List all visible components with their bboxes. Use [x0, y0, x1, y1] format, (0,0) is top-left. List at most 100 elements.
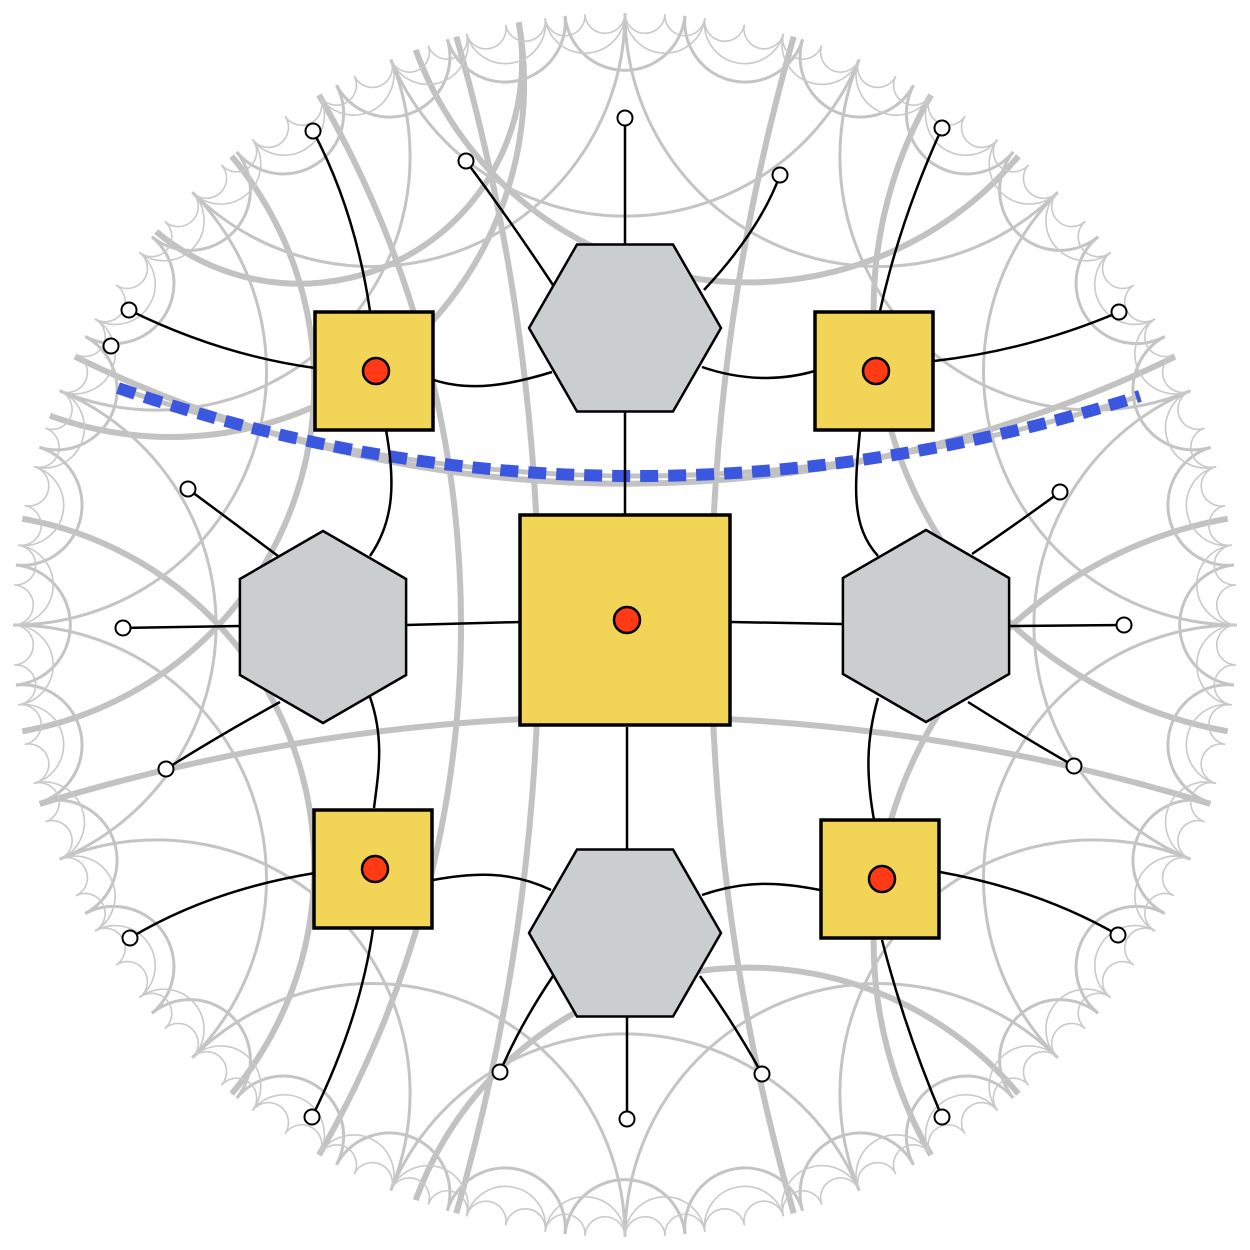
tiling-fine-arc	[12, 624, 35, 666]
tiling-fine-arc	[1190, 781, 1217, 823]
tiling-fine-arc	[1213, 544, 1236, 586]
tiling-mid-arc	[982, 191, 1238, 627]
tiling-fine-arc	[45, 390, 73, 431]
edge-center-left	[405, 620, 521, 627]
tiling-fine-arc	[1164, 390, 1217, 469]
tiling-fine-arc	[164, 191, 200, 228]
tiling-fine-arc	[18, 465, 65, 547]
tiling-fine-arc	[12, 584, 35, 626]
tiling-fine-arc	[892, 1144, 932, 1175]
red-dot-center	[612, 605, 642, 635]
open-leg-endpoint	[753, 1065, 771, 1083]
tiling-fine-arc	[664, 1213, 706, 1236]
open-leg-endpoint	[120, 301, 138, 319]
tiling-mid-arc	[235, 84, 346, 176]
open-leg-bottom	[498, 975, 555, 1073]
tiling-fine-arc	[33, 781, 86, 860]
open-leg-endpoint	[491, 1063, 509, 1081]
tiling-fine-arc	[544, 1213, 586, 1236]
tiling-fine-arc	[1045, 988, 1112, 1059]
tiling-fine-arc	[251, 115, 290, 149]
tiling-fine-arc	[624, 12, 666, 35]
tiling-fine-arc	[427, 1190, 469, 1217]
tiling-mid-arc	[15, 445, 84, 567]
tiling-fine-arc	[318, 59, 395, 116]
tiling-fine-arc	[353, 59, 394, 89]
tiling-fine-arc	[465, 1185, 547, 1232]
tiling-bold-arc	[870, 515, 1229, 1157]
tiling-fine-arc	[924, 94, 999, 156]
tiling-fine-arc	[1144, 892, 1175, 932]
hexagon-tensor-top	[527, 243, 723, 413]
hexagon-tensor-left	[238, 529, 408, 725]
tiling-fine-arc	[390, 1164, 469, 1217]
tiling-fine-arc	[1213, 664, 1236, 706]
tiling-mid-arc	[623, 12, 1059, 268]
tiling-fine-arc	[191, 164, 228, 200]
tiling-fine-arc	[59, 318, 116, 395]
tiling-fine-arc	[94, 927, 126, 966]
tiling-mid-arc	[84, 904, 176, 1015]
tiling-fine-arc	[191, 1045, 262, 1112]
tiling-fine-arc	[18, 703, 42, 746]
tiling-fine-arc	[1196, 544, 1238, 626]
tiling-fine-arc	[138, 191, 205, 262]
tiling-mid-arc	[998, 998, 1100, 1100]
tiling-fine-arc	[353, 1161, 394, 1191]
tiling-fine-arc	[390, 1177, 431, 1205]
tiling-fine-arc	[1208, 703, 1232, 746]
tiling-fine-arc	[18, 703, 65, 785]
edge-left-bottom-left	[368, 696, 381, 809]
tiling-fine-geodesics	[12, 12, 1238, 1238]
tiling-fine-arc	[819, 45, 860, 73]
network-edges	[102, 109, 1133, 1128]
tiling-mid-arc	[1131, 335, 1212, 452]
tiling-fine-arc	[318, 1144, 358, 1175]
tiling-fine-arc	[1134, 855, 1191, 932]
tiling-fine-arc	[1077, 220, 1112, 258]
open-leg-top	[703, 174, 782, 291]
tiling-fine-arc	[1124, 927, 1156, 966]
tiling-mid-arc	[798, 38, 915, 119]
network-nodes	[238, 243, 1011, 1018]
tiling-fine-arc	[584, 12, 626, 35]
tiling-mid-arc	[235, 1074, 346, 1166]
tiling-fine-arc	[1208, 504, 1232, 547]
tiling-fine-arc	[1045, 191, 1112, 262]
tiling-mid-arc	[389, 1032, 861, 1191]
tiling-mid-arc	[38, 798, 119, 915]
tiling-mid-arc	[683, 1166, 805, 1235]
open-leg-top-right	[933, 310, 1120, 363]
edge-center-right	[730, 620, 843, 626]
open-leg-right	[967, 700, 1075, 768]
tiling-fine-arc	[504, 18, 547, 42]
tiling-fine-arc	[1161, 856, 1191, 897]
tiling-fine-arc	[927, 1124, 966, 1156]
red-dot-top-left	[361, 356, 391, 386]
open-leg-bottom-right	[880, 939, 944, 1118]
open-leg-left	[122, 624, 241, 630]
tiling-fine-arc	[781, 1190, 823, 1217]
tiling-fine-arc	[624, 12, 706, 54]
tiling-mid-arc	[623, 982, 1059, 1238]
open-leg-endpoint	[933, 119, 951, 137]
tiling-mid-arc	[563, 1178, 687, 1235]
open-leg-endpoint	[1115, 616, 1133, 634]
edge-bottom-bottom-right	[701, 882, 821, 897]
tiling-fine-arc	[856, 59, 897, 89]
tiling-fine-arc	[251, 1094, 326, 1156]
hexagon-tensor-right	[841, 528, 1011, 724]
open-leg-endpoint	[179, 480, 197, 498]
tiling-fine-arc	[781, 1164, 860, 1217]
tiling-fine-arc	[138, 988, 205, 1059]
tiling-fine-arc	[318, 75, 358, 106]
tiling-fine-arc	[992, 1077, 1030, 1112]
tiling-fine-arc	[59, 855, 116, 932]
tiling-fine-arc	[1144, 318, 1175, 358]
open-leg-endpoint	[1051, 483, 1069, 501]
tiling-fine-arc	[960, 115, 999, 149]
red-dot-bottom-right	[867, 864, 897, 894]
tiling-fine-arc	[94, 284, 126, 323]
open-leg-endpoint	[1065, 757, 1083, 775]
tiling-mid-arc	[563, 15, 687, 72]
